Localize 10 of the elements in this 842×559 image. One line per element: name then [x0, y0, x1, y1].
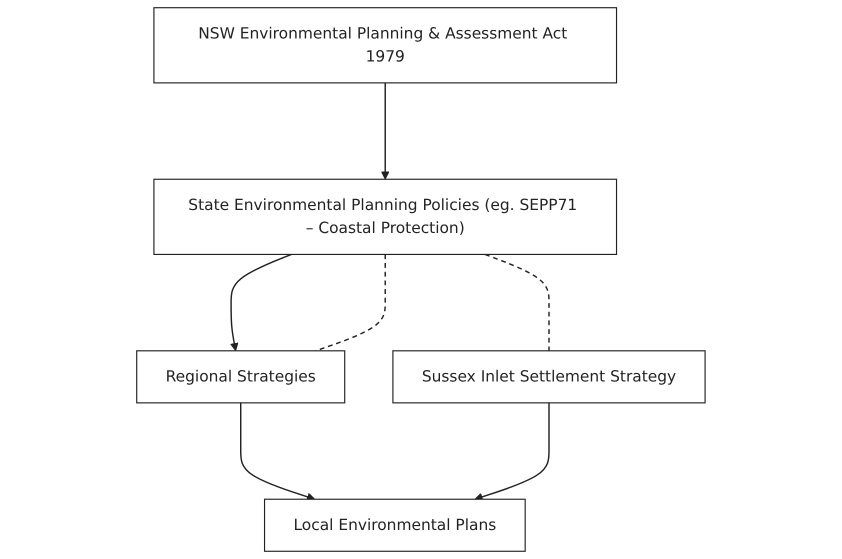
arrow: [474, 402, 550, 501]
arrow: [240, 402, 316, 501]
node-box: Local Environmental Plans: [264, 498, 526, 552]
connector: [484, 254, 550, 351]
node-box: Sussex Inlet Settlement Strategy: [392, 350, 706, 404]
node-box: State Environmental Planning Policies (eg. SEPP71 – Coastal Protection): [153, 178, 618, 256]
node-box: NSW Environmental Planning & Assessment Act 1979: [153, 7, 618, 84]
arrow: [230, 254, 292, 352]
arrow: [381, 82, 390, 180]
node-box: Regional Strategies: [136, 350, 346, 404]
